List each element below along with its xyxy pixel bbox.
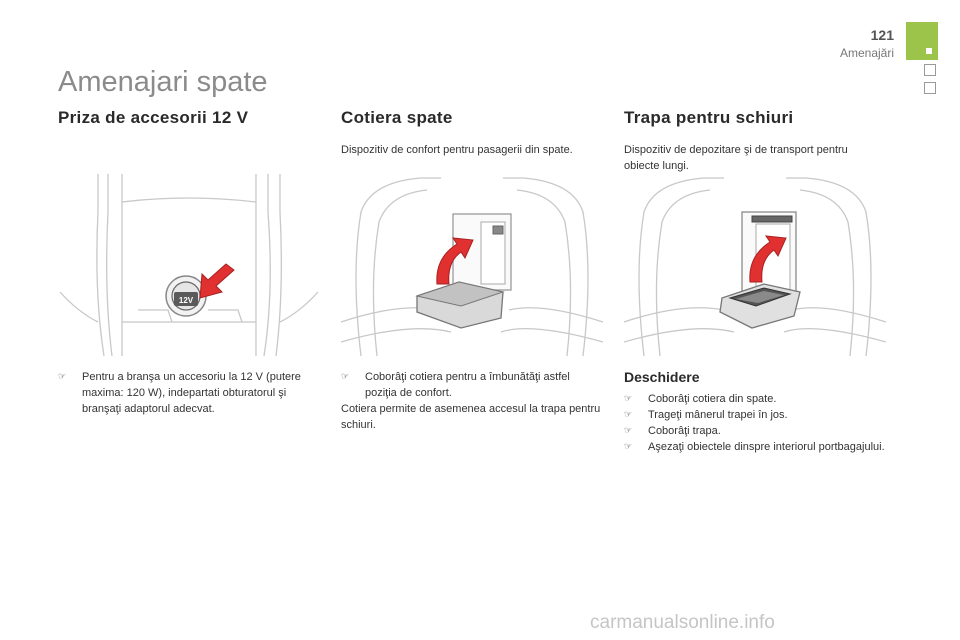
- armrest-illustration: [340, 177, 604, 357]
- hand-pointer-icon: ☞: [624, 442, 633, 452]
- ski-hatch-illustration: [623, 177, 887, 357]
- list-item: ☞Coborâţi trapa.: [624, 425, 721, 437]
- red-arrow-icon: [199, 263, 235, 299]
- watermark: carmanualsonline.info: [590, 612, 775, 633]
- section-title-priza: Priza de accesorii 12 V: [58, 108, 249, 127]
- hand-pointer-icon: ☞: [58, 372, 67, 382]
- page-title: Amenajari spate: [58, 66, 268, 98]
- list-item: ☞Aşezaţi obiectele dinspre interiorul po…: [624, 441, 885, 453]
- section-trapa: Trapa pentru schiuri Dispozitiv de depoz…: [624, 108, 886, 174]
- section-title-cotiera: Cotiera spate: [341, 108, 453, 127]
- socket-label: 12V: [179, 296, 194, 305]
- chapter-tab-empty-1[interactable]: [924, 64, 936, 76]
- cotiera-note: Cotiera permite de asemenea accesul la t…: [341, 403, 601, 431]
- tab-dot-icon: [926, 48, 932, 54]
- armrest-opening: [452, 213, 512, 291]
- page-number: 121: [870, 27, 894, 43]
- chapter-label: Amenajări: [839, 46, 894, 60]
- socket-illustration: 12V: [59, 174, 319, 357]
- hand-pointer-icon: ☞: [341, 372, 350, 382]
- chapter-tab-active[interactable]: [906, 22, 938, 60]
- subsection-title-deschidere: Deschidere: [624, 369, 700, 385]
- trapa-lead: Dispozitiv de depozitare şi de transport…: [624, 144, 848, 172]
- armrest-cushion: [415, 281, 505, 329]
- section-cotiera: Cotiera spate Dispozitiv de confort pent…: [341, 108, 603, 158]
- cotiera-lead: Dispozitiv de confort pentru pasagerii d…: [341, 144, 573, 156]
- list-item: ☞Trageţi mânerul trapei în jos.: [624, 409, 788, 421]
- hand-pointer-icon: ☞: [624, 410, 633, 420]
- hand-pointer-icon: ☞: [624, 394, 633, 404]
- figure-ski-hatch: [623, 172, 887, 357]
- red-curved-arrow-icon: [436, 237, 474, 285]
- chapter-tab-empty-2[interactable]: [924, 82, 936, 94]
- figure-12v-socket: 12V: [58, 172, 320, 357]
- priza-instructions: ☞Pentru a branşa un accesoriu la 12 V (p…: [58, 369, 320, 417]
- list-item: ☞Pentru a branşa un accesoriu la 12 V (p…: [58, 371, 301, 415]
- section-priza: Priza de accesorii 12 V: [58, 108, 320, 128]
- red-curved-arrow-icon: [749, 235, 787, 283]
- hatch-lowered: [719, 283, 801, 329]
- section-title-trapa: Trapa pentru schiuri: [624, 108, 794, 127]
- trapa-instructions: Deschidere ☞Coborâţi cotiera din spate. …: [624, 369, 886, 455]
- figure-armrest: [340, 172, 604, 357]
- list-item: ☞Coborâţi cotiera din spate.: [624, 393, 777, 405]
- hand-pointer-icon: ☞: [624, 426, 633, 436]
- cotiera-instructions: ☞Coborâţi cotiera pentru a îmbunătăţi as…: [341, 369, 603, 433]
- list-item: ☞Coborâţi cotiera pentru a îmbunătăţi as…: [341, 371, 570, 399]
